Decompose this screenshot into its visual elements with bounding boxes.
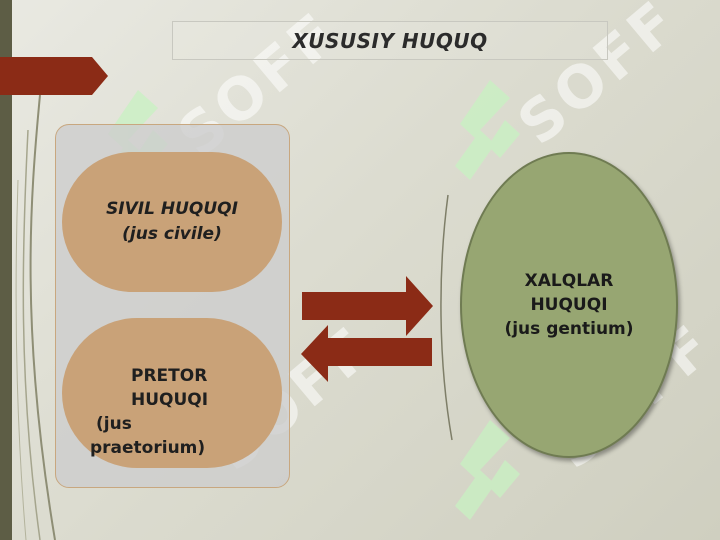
watermark-logo-icon — [455, 80, 520, 180]
exchange-arrows — [301, 276, 433, 382]
slide-title: XUSUSIY HUQUQ — [172, 21, 608, 60]
right-bracket-line — [440, 194, 453, 441]
watermark-logo-icon — [455, 420, 520, 520]
side-bar — [0, 0, 12, 540]
peoples-law-line-2: HUQUQI — [530, 295, 608, 315]
civil-law-latin: (jus civile) — [122, 224, 222, 244]
peoples-law-line-1: XALQLAR — [524, 271, 614, 291]
peoples-law-latin: (jus gentium) — [504, 319, 634, 339]
civil-law-title: SIVIL HUQUQI — [106, 199, 238, 219]
praetor-law-oval: PRETOR HUQUQI (jus praetorium) — [62, 318, 282, 468]
praetor-line-3: (jus — [96, 414, 132, 434]
decorative-curves — [15, 94, 56, 540]
praetor-line-1: PRETOR — [131, 366, 208, 386]
praetor-line-2: HUQUQI — [131, 390, 209, 410]
red-tab-marker — [0, 57, 108, 95]
peoples-law-oval: XALQLAR HUQUQI (jus gentium) — [460, 152, 678, 458]
arrow-right-icon — [302, 276, 433, 336]
arrow-left-icon — [301, 325, 432, 382]
civil-law-oval: SIVIL HUQUQI (jus civile) — [62, 152, 282, 292]
praetor-line-4: praetorium) — [90, 438, 206, 458]
